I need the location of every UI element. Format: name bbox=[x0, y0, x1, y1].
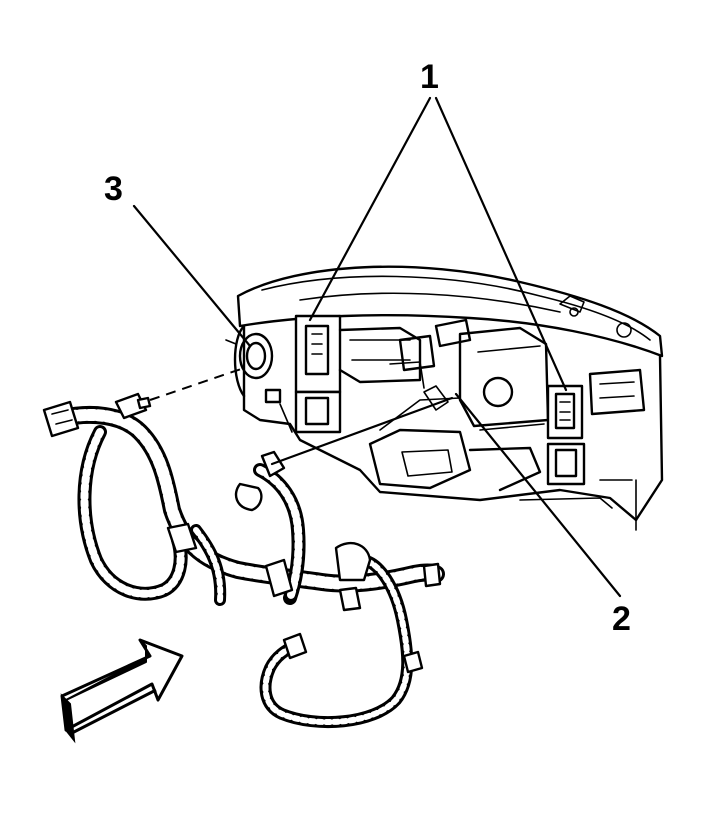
leader-lines bbox=[132, 96, 622, 598]
wiring-harness bbox=[42, 392, 445, 728]
callout-2: 2 bbox=[612, 600, 631, 638]
instrument-panel-structure bbox=[225, 265, 664, 531]
view-direction-arrow-icon bbox=[60, 638, 184, 744]
callout-3: 3 bbox=[104, 170, 123, 208]
routing-dashed-line bbox=[149, 367, 245, 401]
grommet bbox=[238, 332, 274, 380]
callout-1: 1 bbox=[420, 58, 439, 96]
